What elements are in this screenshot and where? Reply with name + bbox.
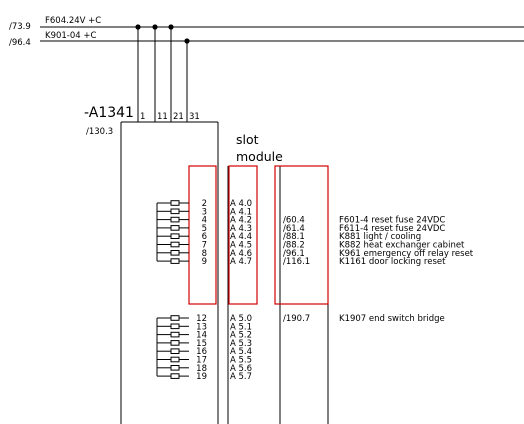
highlight-terminals (188, 165, 217, 305)
bus-ref-2: /96.4 (9, 38, 31, 48)
terminal-row: 15 A 5.3 (157, 339, 252, 349)
module-ref: /130.3 (86, 127, 113, 137)
terminal-symbol (170, 200, 180, 206)
terminal-symbol (170, 348, 180, 354)
slot-label: slot (236, 132, 259, 147)
bus-lines (40, 24, 524, 122)
cross-reference: /190.7 (283, 314, 310, 324)
output-address: A 4.2 (230, 216, 252, 226)
output-address: A 5.5 (230, 356, 252, 366)
terminal-symbol (170, 356, 180, 363)
output-address: A 5.2 (230, 331, 252, 341)
terminal-row: 4 A 4.2/60.4 F601-4 reset fuse 24VDC (157, 216, 445, 226)
function-description: F601-4 reset fuse 24VDC (339, 216, 445, 226)
module-label: module (236, 149, 283, 164)
terminal-symbol (170, 208, 180, 215)
terminal-symbol (170, 373, 180, 379)
terminal-number: 15 (196, 339, 207, 349)
terminal-symbol (170, 250, 180, 256)
function-description: K961 emergency off relay reset (339, 249, 474, 259)
terminal-row: 6 A 4.4/88.1 K881 light / cooling (157, 232, 421, 242)
pin-21-label: 21 (173, 112, 184, 122)
terminal-row: 13 A 5.1 (157, 322, 252, 332)
output-address: A 5.4 (230, 347, 252, 357)
cross-reference: /88.1 (283, 232, 305, 242)
terminal-number: 4 (202, 216, 207, 226)
terminal-row: 7 A 4.5/88.2 K882 heat exchanger cabinet (157, 241, 465, 251)
terminal-row: 2 A 4.0 (157, 199, 252, 209)
function-description: K882 heat exchanger cabinet (339, 241, 465, 251)
output-address: A 5.7 (230, 372, 252, 382)
terminal-number: 6 (202, 232, 207, 242)
terminal-number: 8 (202, 249, 207, 259)
module-box (120, 121, 219, 424)
pin-1-label: 1 (140, 112, 145, 122)
terminal-row: 12 A 5.0/190.7 K1907 end switch bridge (157, 314, 445, 324)
terminal-row: 19 A 5.7 (157, 372, 252, 382)
output-address: A 5.6 (230, 364, 252, 374)
output-address: A 5.3 (230, 339, 252, 349)
terminal-symbol (170, 216, 180, 223)
terminal-number: 2 (202, 199, 207, 209)
terminal-symbol (170, 258, 180, 264)
terminal-number: 14 (196, 331, 207, 341)
function-description: K1161 door locking reset (339, 257, 446, 267)
output-address: A 5.0 (230, 314, 252, 324)
terminal-symbol (170, 323, 180, 330)
terminal-number: 13 (196, 322, 207, 332)
highlight-xrefs (274, 165, 329, 305)
pin-31-label: 31 (189, 112, 200, 122)
output-address: A 4.6 (230, 249, 252, 259)
terminal-number: 19 (196, 372, 207, 382)
terminal-row: 3 A 4.1 (157, 207, 252, 217)
terminal-symbol (170, 233, 180, 239)
output-address: A 5.1 (230, 322, 252, 332)
output-address: A 4.3 (230, 224, 252, 234)
terminal-number: 5 (202, 224, 207, 234)
terminal-rows: 2 A 4.0 3 A 4.1 4 A 4.2/60.4 F601-4 reset fuse… (156, 199, 474, 382)
terminal-number: 3 (202, 207, 207, 217)
pin-11-label: 11 (157, 112, 168, 122)
highlight-addresses (228, 165, 258, 305)
terminal-number: 17 (196, 356, 207, 366)
terminal-row: 14 A 5.2 (157, 331, 252, 341)
terminal-symbol (170, 365, 180, 371)
bus-label-1: F604.24V +C (45, 16, 101, 26)
terminal-number: 12 (196, 314, 207, 324)
function-description: K1907 end switch bridge (339, 314, 445, 324)
terminal-row: 17 A 5.5 (157, 356, 252, 366)
function-description: K881 light / cooling (339, 232, 421, 242)
cross-reference: /88.2 (283, 241, 305, 251)
output-address: A 4.1 (230, 207, 252, 217)
terminal-symbol (170, 315, 180, 321)
terminal-row: 16 A 5.4 (157, 347, 252, 357)
output-address: A 4.4 (230, 232, 252, 242)
cross-reference: /60.4 (283, 216, 305, 226)
terminal-number: 9 (202, 257, 207, 267)
terminal-row: 5 A 4.3/61.4 F611-4 reset fuse 24VDC (157, 224, 445, 234)
terminal-symbol (170, 340, 180, 346)
terminal-row: 18 A 5.6 (157, 364, 252, 374)
function-description: F611-4 reset fuse 24VDC (339, 224, 445, 234)
terminal-symbol (170, 225, 180, 231)
cross-reference: /116.1 (283, 257, 310, 267)
terminal-number: 18 (196, 364, 207, 374)
terminal-number: 7 (202, 241, 207, 251)
terminal-row: 8 A 4.6/96.1 K961 emergency off relay rese… (157, 249, 474, 259)
bus-ref-1: /73.9 (9, 22, 31, 32)
output-address: A 4.5 (230, 241, 252, 251)
output-address: A 4.0 (230, 199, 252, 209)
bus-label-2: K901-04 +C (45, 31, 97, 41)
cross-reference: /96.1 (283, 249, 305, 259)
terminal-number: 16 (196, 347, 207, 357)
terminal-symbol (170, 241, 180, 248)
terminal-symbol (170, 331, 180, 338)
output-address: A 4.7 (230, 257, 252, 267)
module-name: -A1341 (84, 105, 134, 121)
cross-reference: /61.4 (283, 224, 305, 234)
terminal-row: 9 A 4.7/116.1 K1161 door locking reset (157, 257, 446, 267)
